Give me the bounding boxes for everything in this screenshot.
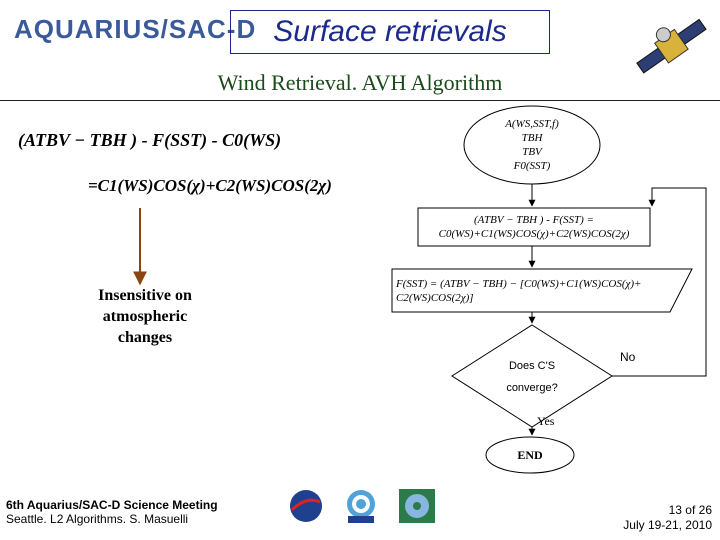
- header-divider: [0, 100, 720, 101]
- footer-meeting-info: 6th Aquarius/SAC-D Science Meeting Seatt…: [6, 498, 218, 526]
- fit-label: (ATBV − TBH ) - F(SST) = C0(WS)+C1(WS)CO…: [418, 208, 650, 246]
- update-box: [391, 268, 693, 313]
- inputs-label: A(WS,SST,f) TBH TBV F0(SST): [470, 113, 594, 177]
- meeting-name: 6th Aquarius/SAC-D Science Meeting: [6, 498, 218, 512]
- fit-line-1: (ATBV − TBH ) - F(SST) =: [474, 214, 594, 226]
- end-label: END: [517, 448, 543, 462]
- update-line-2: C2(WS)COS(2χ)]: [396, 292, 474, 304]
- no-label: No: [620, 350, 636, 364]
- inpe-logo-icon: [399, 489, 435, 523]
- meeting-place: Seattle. L2 Algorithms. S. Masuelli: [6, 512, 189, 526]
- meeting-date: July 19-21, 2010: [623, 518, 712, 532]
- footer-page-info: 13 of 26 July 19-21, 2010: [560, 503, 712, 533]
- note-line-1: Insensitive on: [98, 287, 192, 304]
- satellite-icon: [636, 18, 707, 74]
- mission-logo: AQUARIUS/SAC-D: [14, 14, 257, 44]
- conae-logo-icon: [347, 490, 375, 523]
- end-ellipse: [485, 436, 575, 474]
- update-line-1: F(SST) = (ATBV − TBH) − [C0(WS)+C1(WS)CO…: [396, 278, 642, 290]
- inputs-line-2: TBH: [521, 132, 543, 144]
- decision-line-2: converge?: [506, 382, 558, 394]
- equation-main: (ATBV − TBH ) - F(SST) - C0(WS): [18, 130, 282, 150]
- arrow-no-loop: [612, 187, 707, 377]
- decision-diamond: [451, 324, 613, 428]
- note-line-3: changes: [117, 329, 173, 346]
- inputs-line-3: TBV: [522, 146, 542, 158]
- update-label: F(SST) = (ATBV − TBH) − [C0(WS)+C1(WS)CO…: [396, 272, 676, 310]
- nasa-logo-icon: [290, 490, 322, 522]
- slide-subtitle: Wind Retrieval. AVH Algorithm: [217, 70, 503, 95]
- inputs-line-4: F0(SST): [513, 160, 551, 172]
- inputs-line-1: A(WS,SST,f): [505, 118, 559, 130]
- yes-label: Yes: [537, 414, 555, 428]
- fit-box: [417, 207, 651, 247]
- page-number: 13 of 26: [668, 503, 712, 517]
- decision-line-1: Does C'S: [508, 360, 556, 372]
- note-line-2: atmospheric: [102, 308, 188, 325]
- fit-line-2: C0(WS)+C1(WS)COS(χ)+C2(WS)COS(2χ): [438, 228, 630, 240]
- page-title: Surface retrievals: [230, 10, 550, 54]
- insensitive-note: Insensitive on atmospheric changes: [60, 285, 230, 348]
- equation-expansion: =C1(WS)COS(χ)+C2(WS)COS(2χ): [88, 176, 332, 195]
